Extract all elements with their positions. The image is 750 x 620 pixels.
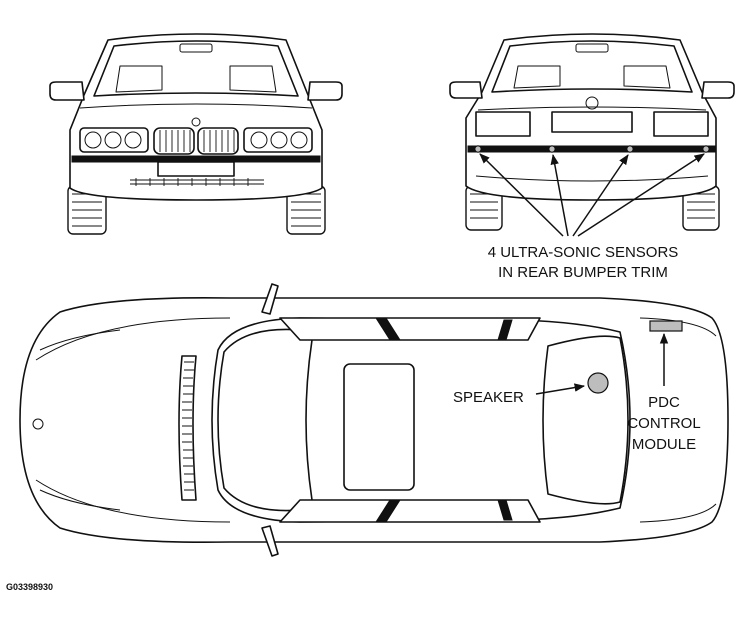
car-front-view [49, 33, 343, 235]
front-headlights [79, 127, 313, 153]
hood-vent [178, 355, 197, 501]
pdc-control-module-icon [649, 320, 683, 332]
figure-code: G03398930 [6, 582, 53, 592]
speaker-icon [587, 372, 609, 394]
sensors-label-line1: 4 ULTRA-SONIC SENSORS [488, 244, 679, 261]
ultrasonic-sensor-icon [702, 145, 710, 153]
sensors-label-line2: IN REAR BUMPER TRIM [498, 264, 668, 281]
pdc-label-line2: CONTROL [627, 415, 700, 432]
pdc-label-line3: MODULE [632, 436, 696, 453]
speaker-label: SPEAKER [453, 389, 524, 406]
speaker-callout-arrow [535, 383, 586, 395]
bmw-badge-icon [32, 418, 44, 430]
ultrasonic-sensor-icon [626, 145, 634, 153]
ultrasonic-sensor-icon [474, 145, 482, 153]
sunroof [343, 363, 415, 491]
sensor-callout-arrows [479, 153, 705, 237]
ultrasonic-sensors [474, 145, 710, 153]
pdc-label-line1: PDC [648, 394, 680, 411]
car-top-view [19, 283, 729, 557]
ultrasonic-sensor-icon [548, 145, 556, 153]
front-right-tire [286, 185, 326, 235]
kidney-grille [153, 117, 239, 155]
car-rear-view [449, 33, 735, 231]
